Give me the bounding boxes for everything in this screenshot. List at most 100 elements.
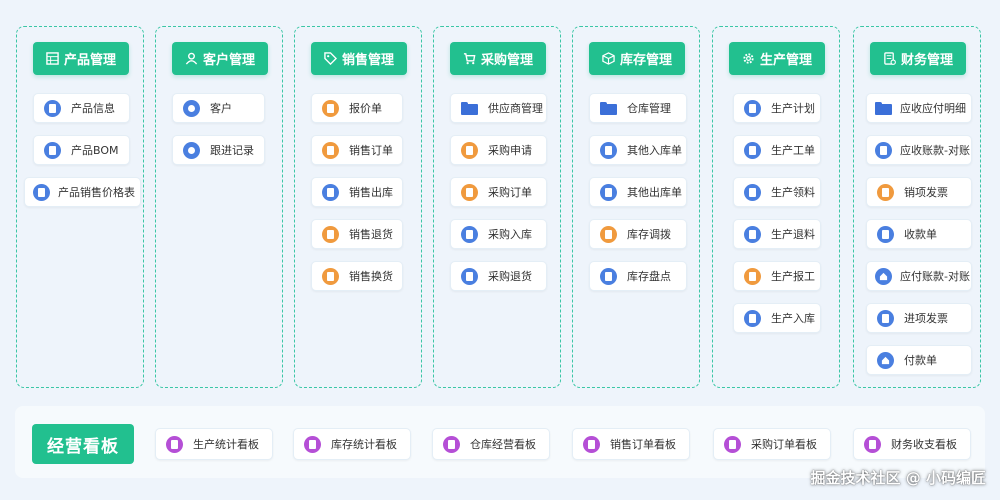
menu-item-ap-reconcile[interactable]: 应付账款-对账 (866, 261, 972, 291)
menu-item-purchase-return[interactable]: 采购退货 (450, 261, 547, 291)
dashboard-item-label: 仓库经营看板 (470, 438, 536, 451)
menu-item-label: 库存调拨 (627, 228, 671, 241)
module-header-inventory[interactable]: 库存管理 (589, 42, 685, 75)
dashboard-title[interactable]: 经营看板 (32, 424, 134, 464)
module-column-inventory: 库存管理 仓库管理 其他入库单 其他出库单 库存调拨 库存盘点 (572, 26, 700, 388)
menu-item-sales-return[interactable]: 销售退货 (311, 219, 403, 249)
menu-item-label: 跟进记录 (210, 144, 254, 157)
menu-item-customer[interactable]: 客户 (172, 93, 265, 123)
doc-icon (600, 141, 617, 159)
menu-item-ar-ap-detail[interactable]: 应收应付明细 (866, 93, 972, 123)
menu-item-product-info[interactable]: 产品信息 (33, 93, 130, 123)
menu-item-label: 产品信息 (71, 102, 115, 115)
doc-icon (600, 267, 617, 285)
menu-item-label: 客户 (210, 102, 232, 115)
module-column-purchase: 采购管理 供应商管理 采购申请 采购订单 采购入库 采购退货 (433, 26, 561, 388)
person-icon (183, 141, 200, 159)
menu-item-purchase-inbound[interactable]: 采购入库 (450, 219, 547, 249)
menu-item-follow-up[interactable]: 跟进记录 (172, 135, 265, 165)
dashboard-warehouse-ops[interactable]: 仓库经营看板 (432, 428, 550, 460)
module-title: 产品管理 (63, 53, 116, 68)
menu-item-quotation[interactable]: 报价单 (311, 93, 403, 123)
menu-item-label: 采购退货 (488, 270, 532, 283)
doc-icon (461, 225, 478, 243)
doc-icon (877, 183, 894, 201)
menu-item-material-requisition[interactable]: 生产领料 (733, 177, 821, 207)
menu-item-work-order[interactable]: 生产工单 (733, 135, 821, 165)
menu-item-label: 库存盘点 (627, 270, 671, 283)
doc-icon (322, 267, 339, 285)
menu-item-label: 供应商管理 (488, 102, 543, 115)
dashboard-inventory-stats[interactable]: 库存统计看板 (293, 428, 411, 460)
menu-item-purchase-invoice[interactable]: 进项发票 (866, 303, 972, 333)
dashboard-item-label: 生产统计看板 (193, 438, 259, 451)
menu-item-stocktaking[interactable]: 库存盘点 (589, 261, 687, 291)
menu-item-purchase-request[interactable]: 采购申请 (450, 135, 547, 165)
module-header-purchase[interactable]: 采购管理 (450, 42, 546, 75)
module-header-production[interactable]: 生产管理 (729, 42, 825, 75)
doc-icon (44, 141, 61, 159)
menu-item-payment[interactable]: 付款单 (866, 345, 972, 375)
chart-icon (583, 435, 600, 453)
menu-item-label: 其他入库单 (627, 144, 682, 157)
doc-icon (744, 309, 761, 327)
chart-icon (724, 435, 741, 453)
menu-item-sales-order[interactable]: 销售订单 (311, 135, 403, 165)
module-header-product[interactable]: 产品管理 (33, 42, 129, 75)
doc-icon (877, 309, 894, 327)
module-header-sales[interactable]: 销售管理 (311, 42, 407, 75)
menu-item-label: 生产领料 (771, 186, 815, 199)
menu-item-label: 生产工单 (771, 144, 815, 157)
doc-icon (461, 141, 478, 159)
menu-item-other-inbound[interactable]: 其他入库单 (589, 135, 687, 165)
menu-item-stock-transfer[interactable]: 库存调拨 (589, 219, 687, 249)
menu-item-label: 生产入库 (771, 312, 815, 325)
module-column-product: 产品管理 产品信息 产品BOM 产品销售价格表 (16, 26, 144, 388)
dashboard-purchase-orders[interactable]: 采购订单看板 (713, 428, 831, 460)
menu-item-sales-invoice[interactable]: 销项发票 (866, 177, 972, 207)
menu-item-label: 产品销售价格表 (58, 186, 135, 199)
menu-item-warehouse[interactable]: 仓库管理 (589, 93, 687, 123)
module-header-finance[interactable]: 财务管理 (870, 42, 966, 75)
chart-icon (443, 435, 460, 453)
menu-item-label: 采购订单 (488, 186, 532, 199)
dashboard-production-stats[interactable]: 生产统计看板 (155, 428, 273, 460)
chart-icon (304, 435, 321, 453)
doc-icon (322, 225, 339, 243)
dashboard-finance[interactable]: 财务收支看板 (853, 428, 971, 460)
chart-icon (166, 435, 183, 453)
menu-item-sales-exchange[interactable]: 销售换货 (311, 261, 403, 291)
module-title: 库存管理 (619, 53, 672, 68)
module-header-customer[interactable]: 客户管理 (172, 42, 268, 75)
menu-item-production-inbound[interactable]: 生产入库 (733, 303, 821, 333)
user-icon (185, 52, 198, 65)
doc-icon (744, 225, 761, 243)
dashboard-item-label: 库存统计看板 (331, 438, 397, 451)
menu-item-label: 采购入库 (488, 228, 532, 241)
menu-item-label: 销项发票 (904, 186, 948, 199)
menu-item-receipt[interactable]: 收款单 (866, 219, 972, 249)
menu-item-other-outbound[interactable]: 其他出库单 (589, 177, 687, 207)
finance-icon (884, 52, 896, 65)
menu-item-product-price-list[interactable]: 产品销售价格表 (24, 177, 141, 207)
menu-item-product-bom[interactable]: 产品BOM (33, 135, 130, 165)
module-title: 生产管理 (759, 53, 812, 68)
doc-icon (461, 183, 478, 201)
menu-item-label: 应收应付明细 (900, 102, 966, 115)
menu-item-work-report[interactable]: 生产报工 (733, 261, 821, 291)
dashboard-sales-orders[interactable]: 销售订单看板 (572, 428, 690, 460)
tag-icon (324, 52, 337, 65)
doc-icon (600, 225, 617, 243)
doc-icon (600, 183, 617, 201)
menu-item-production-plan[interactable]: 生产计划 (733, 93, 821, 123)
menu-item-purchase-order[interactable]: 采购订单 (450, 177, 547, 207)
menu-item-supplier[interactable]: 供应商管理 (450, 93, 547, 123)
doc-icon (744, 267, 761, 285)
doc-icon (322, 183, 339, 201)
menu-item-label: 销售出库 (349, 186, 393, 199)
menu-item-label: 其他出库单 (627, 186, 682, 199)
menu-item-ar-reconcile[interactable]: 应收账款-对账 (866, 135, 972, 165)
menu-item-sales-outbound[interactable]: 销售出库 (311, 177, 403, 207)
doc-icon (33, 183, 50, 201)
menu-item-material-return[interactable]: 生产退料 (733, 219, 821, 249)
